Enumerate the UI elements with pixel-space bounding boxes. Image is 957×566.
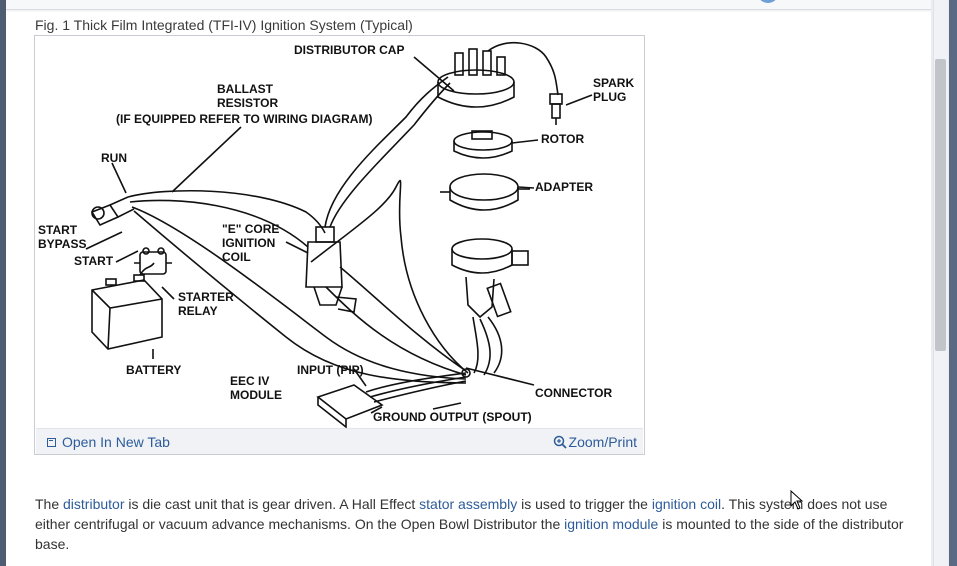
- figure-footer: Open In New Tab Zoom/Print: [36, 428, 643, 454]
- label-module: MODULE: [230, 388, 282, 402]
- new-tab-icon: [47, 438, 56, 447]
- label-rotor: ROTOR: [541, 132, 584, 146]
- label-battery: BATTERY: [126, 363, 181, 377]
- text-segment: The: [35, 496, 64, 512]
- link-distributor[interactable]: distributor: [63, 496, 125, 512]
- label-ecore-3: COIL: [222, 250, 251, 264]
- label-start-bypass-2: BYPASS: [38, 237, 86, 251]
- label-run: RUN: [101, 151, 127, 165]
- label-distributor-cap: DISTRIBUTOR CAP: [294, 43, 404, 57]
- label-ballast-note: (IF EQUIPPED REFER TO WIRING DIAGRAM): [116, 112, 372, 126]
- top-card-edge: [6, 0, 931, 10]
- label-start: START: [74, 254, 114, 268]
- label-start-bypass-1: START: [38, 223, 78, 237]
- text-segment: . This system does not use either centri…: [35, 496, 888, 532]
- label-ballast: BALLAST: [217, 82, 274, 96]
- left-window-edge: [0, 0, 6, 566]
- figure-caption: Fig. 1 Thick Film Integrated (TFI-IV) Ig…: [35, 17, 413, 33]
- label-ground-output: GROUND OUTPUT (SPOUT): [373, 410, 532, 424]
- zoom-print-link[interactable]: Zoom/Print: [553, 434, 637, 450]
- label-ecore-2: IGNITION: [222, 236, 275, 250]
- mouse-cursor-icon: [790, 490, 804, 510]
- link-ignition-module[interactable]: ignition module: [564, 516, 659, 532]
- label-starter: STARTER: [178, 290, 234, 304]
- text-segment: is die cast unit that is gear driven. A …: [124, 496, 420, 512]
- link-ignition-coil[interactable]: ignition coil: [651, 496, 722, 512]
- zoom-icon: [553, 435, 567, 449]
- article-paragraph: The distributor is die cast unit that is…: [35, 494, 925, 554]
- label-relay: RELAY: [178, 304, 218, 318]
- label-spark: SPARK: [593, 76, 634, 90]
- zoom-print-label: Zoom/Print: [568, 434, 637, 450]
- label-resistor: RESISTOR: [217, 96, 278, 110]
- label-plug: PLUG: [593, 90, 626, 104]
- label-eec-iv: EEC IV: [230, 374, 269, 388]
- open-in-new-tab-label: Open In New Tab: [62, 434, 170, 450]
- figure-container: DISTRIBUTOR CAP SPARK PLUG ROTOR ADAPTER…: [34, 35, 645, 455]
- label-adapter: ADAPTER: [535, 180, 593, 194]
- right-window-edge: [949, 0, 957, 566]
- label-connector: CONNECTOR: [535, 386, 612, 400]
- ignition-wiring-diagram[interactable]: DISTRIBUTOR CAP SPARK PLUG ROTOR ADAPTER…: [36, 37, 643, 428]
- label-ecore-1: "E" CORE: [222, 222, 279, 236]
- text-segment: is used to trigger the: [517, 496, 652, 512]
- label-input-pip: INPUT (PIP): [297, 363, 364, 377]
- scrollbar-thumb[interactable]: [935, 59, 946, 351]
- text-segment: is mounted to the side of the distributo…: [35, 516, 904, 552]
- link-stator-assembly[interactable]: stator assembly: [419, 496, 518, 512]
- open-in-new-tab-link[interactable]: Open In New Tab: [47, 434, 170, 450]
- avatar[interactable]: [757, 0, 779, 3]
